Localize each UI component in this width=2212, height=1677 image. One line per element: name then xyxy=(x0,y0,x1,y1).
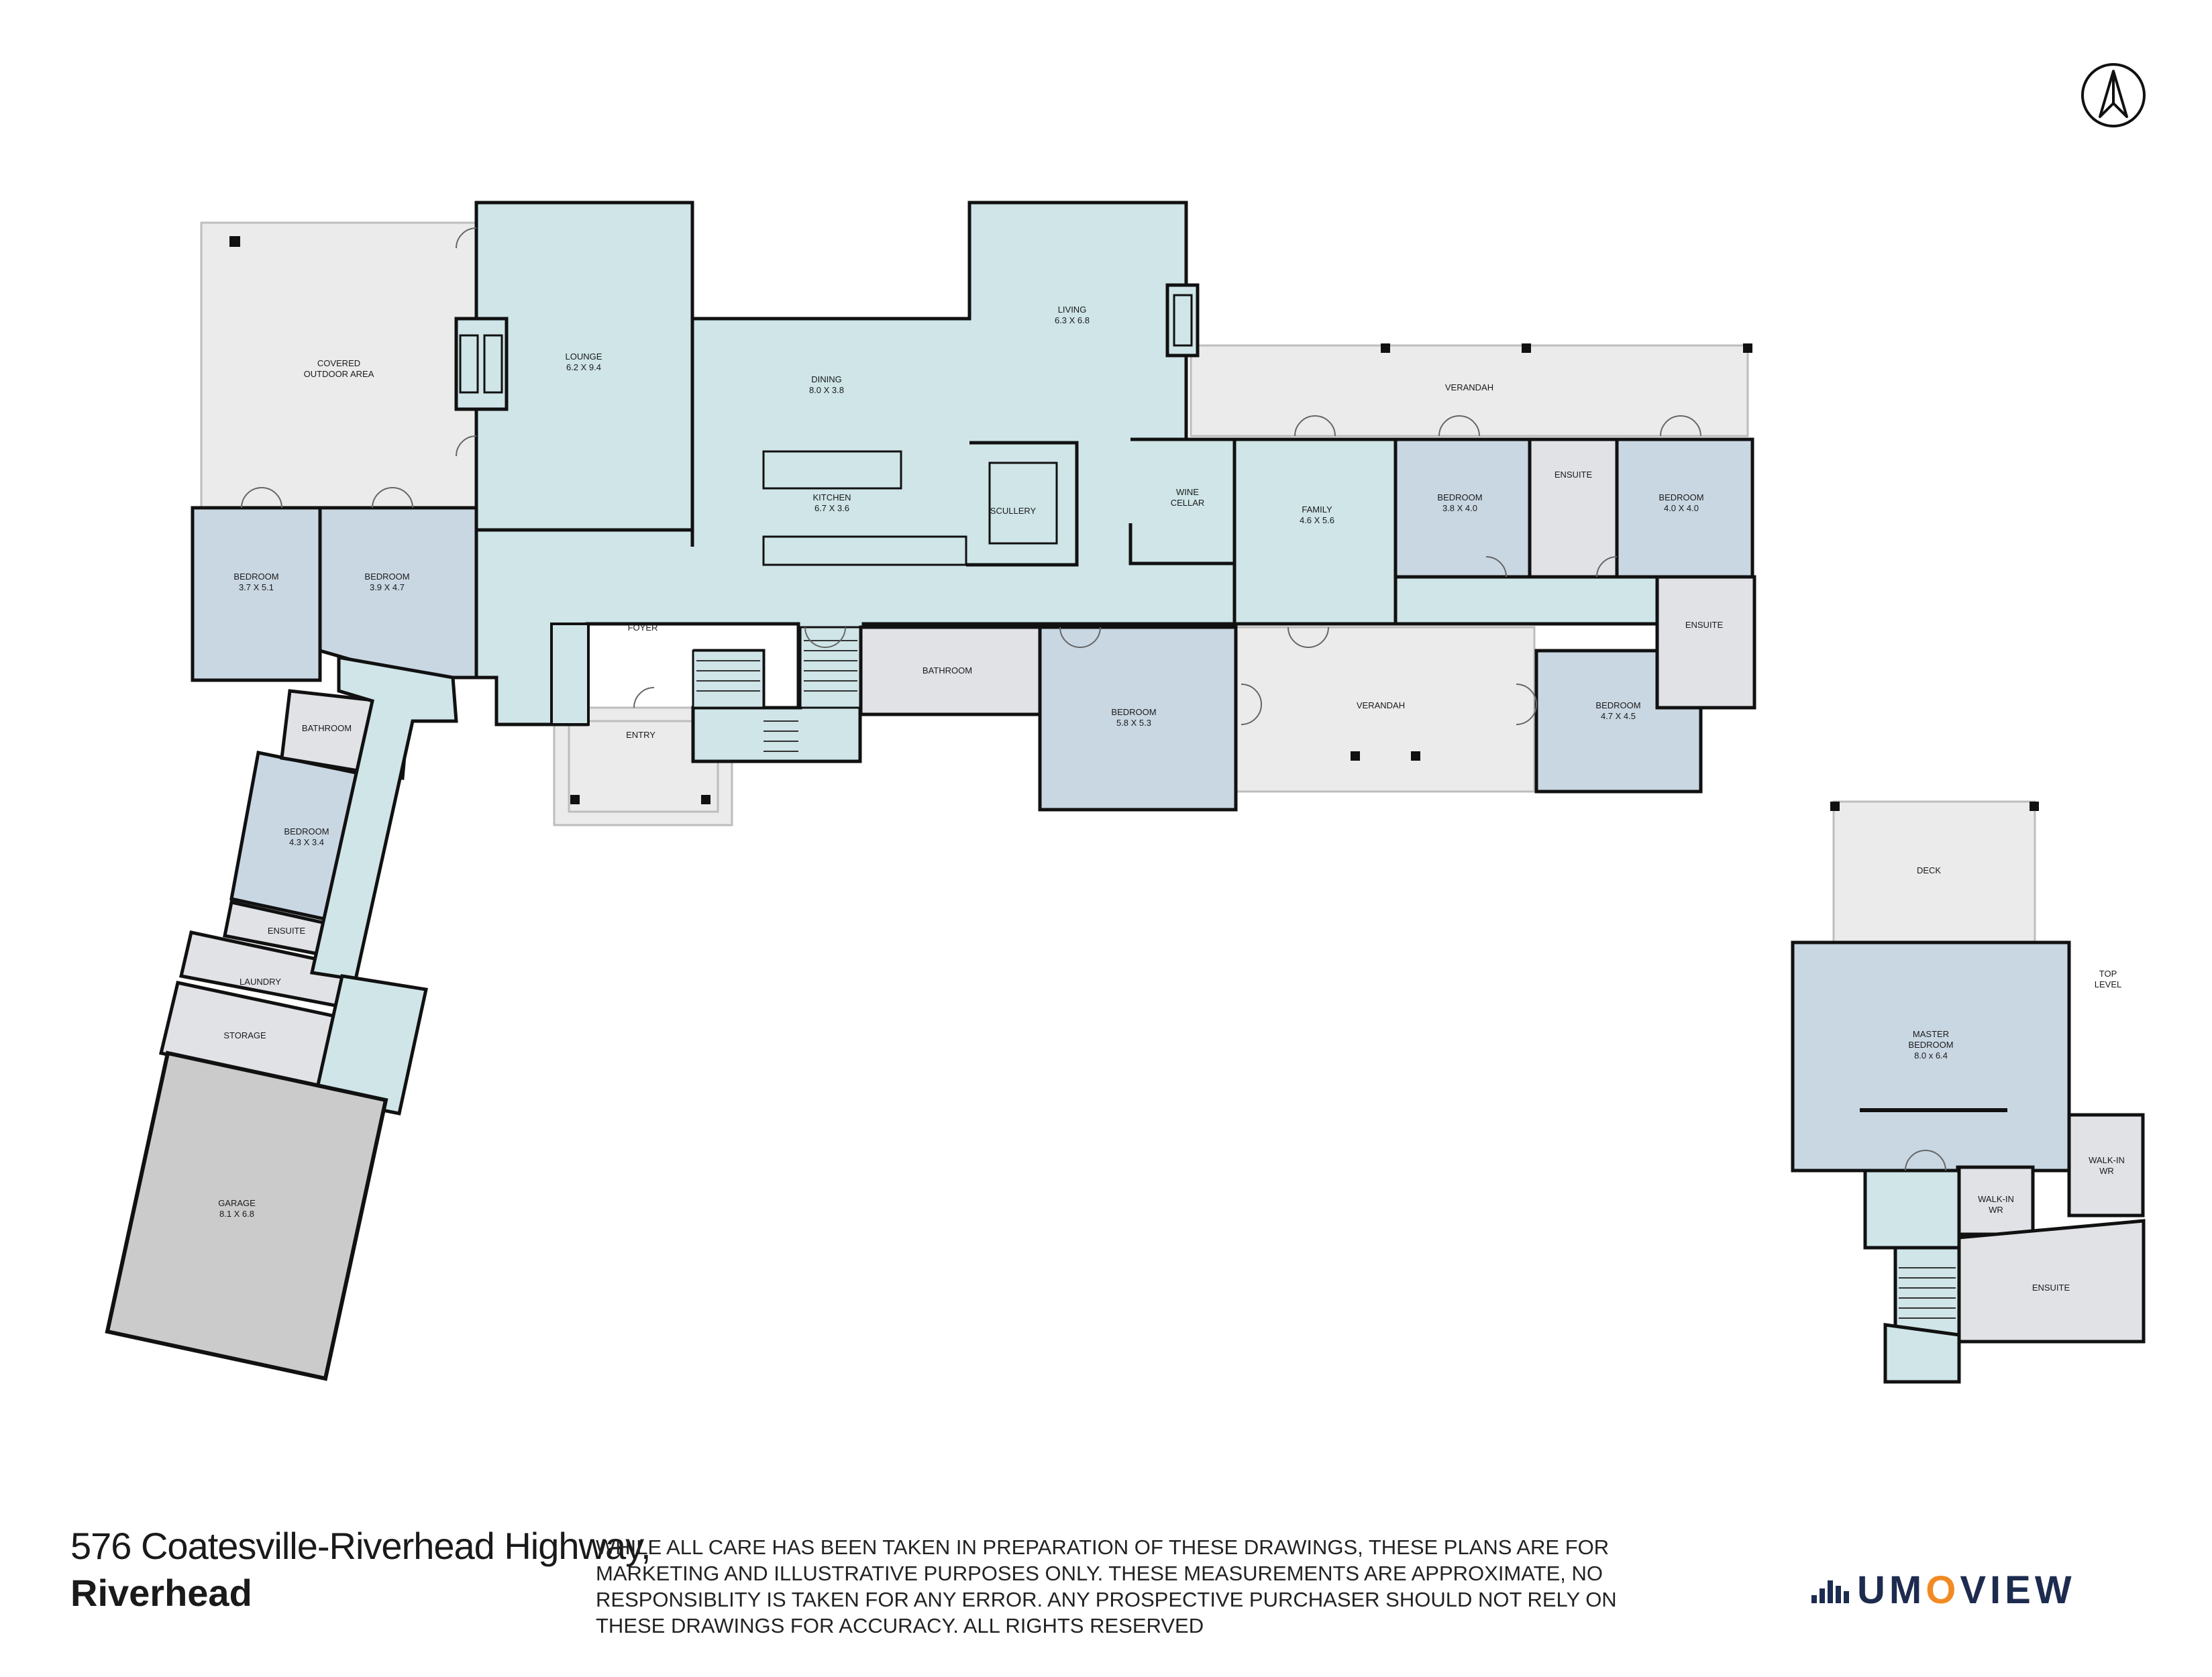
label-master: MASTER xyxy=(1913,1029,1949,1039)
label-top: TOP xyxy=(2099,969,2117,979)
label-family-size: 4.6 X 5.6 xyxy=(1300,515,1334,525)
room-labels: COVERED OUTDOOR AREA LOUNGE 6.2 X 9.4 DI… xyxy=(218,305,2125,1293)
label-living: LIVING xyxy=(1058,305,1087,315)
label-bedroom-e-size: 3.8 X 4.0 xyxy=(1442,503,1477,513)
fireplaces xyxy=(454,283,1200,411)
stair-treads xyxy=(696,640,857,752)
stair-down xyxy=(692,649,765,709)
label-bedroom-a: BEDROOM xyxy=(233,572,278,582)
foyer-closet xyxy=(550,623,590,726)
kitchen-bench xyxy=(762,450,902,490)
label-storage: STORAGE xyxy=(223,1030,266,1040)
label-verandah-south: VERANDAH xyxy=(1357,700,1405,710)
label-dining: DINING xyxy=(811,374,842,384)
verandah-south xyxy=(1234,626,1536,793)
logo-word-a: UM xyxy=(1857,1568,1926,1612)
logo-word-b: O xyxy=(1926,1568,1960,1612)
umoview-logo: UM O VIEW xyxy=(1811,1566,2076,1613)
label-covered: COVERED xyxy=(317,358,360,368)
label-master-bedroom: BEDROOM xyxy=(1908,1040,1953,1050)
north-arrow-icon xyxy=(2081,63,2146,127)
label-living-size: 6.3 X 6.8 xyxy=(1055,315,1090,325)
corridor-east xyxy=(1393,575,1659,626)
label-bedroom-b-size: 3.9 X 4.7 xyxy=(370,582,405,592)
address-line-2: Riverhead xyxy=(70,1572,252,1614)
garage xyxy=(105,1050,388,1381)
label-laundry: LAUNDRY xyxy=(240,977,281,987)
label-bedroom-d: BEDROOM xyxy=(1111,707,1156,717)
ensuite-master xyxy=(1957,1219,2146,1344)
label-wine: WINE xyxy=(1176,487,1199,497)
label-dining-size: 8.0 X 3.8 xyxy=(809,385,844,395)
scullery-walls xyxy=(966,441,1079,567)
bathroom-main xyxy=(859,625,1042,716)
label-ensuite-master: ENSUITE xyxy=(2032,1283,2070,1293)
property-address: 576 Coatesville-Riverhead Highway, River… xyxy=(70,1523,651,1617)
label-wr-1: WR xyxy=(1989,1205,2003,1215)
label-walkin-2: WALK-IN xyxy=(2089,1155,2125,1165)
label-bedroom-b: BEDROOM xyxy=(364,572,409,582)
label-bedroom-f-size: 4.0 X 4.0 xyxy=(1664,503,1699,513)
label-bathroom-main: BATHROOM xyxy=(923,665,972,675)
walkin-wr-2 xyxy=(2067,1113,2145,1218)
ensuite-e-f xyxy=(1528,437,1619,579)
master-bedroom xyxy=(1791,940,2071,1173)
kitchen-counter xyxy=(762,535,967,566)
address-line-1: 576 Coatesville-Riverhead Highway, xyxy=(70,1525,651,1567)
label-master-size: 8.0 x 6.4 xyxy=(1914,1050,1948,1061)
covered-outdoor-area xyxy=(200,221,478,509)
entry-porch-inner xyxy=(568,720,719,813)
label-bedroom-c-size: 4.3 X 3.4 xyxy=(289,837,324,847)
label-cellar: CELLAR xyxy=(1171,498,1205,508)
label-bathroom-west: BATHROOM xyxy=(302,723,352,733)
family-room xyxy=(1232,437,1398,626)
label-ensuite-west: ENSUITE xyxy=(268,926,306,936)
label-walkin-1: WALK-IN xyxy=(1978,1194,2014,1204)
label-bedroom-c: BEDROOM xyxy=(284,826,329,836)
label-garage-size: 8.1 X 6.8 xyxy=(219,1209,254,1219)
stair-landing xyxy=(1883,1323,1961,1384)
label-ensuite-g: ENSUITE xyxy=(1685,620,1724,630)
label-bedroom-g: BEDROOM xyxy=(1595,700,1640,710)
bedrooms xyxy=(191,437,2071,1173)
label-entry: ENTRY xyxy=(626,730,655,740)
bedroom-a xyxy=(191,506,322,682)
bedroom-f xyxy=(1615,437,1754,579)
label-garage: GARAGE xyxy=(218,1198,256,1208)
posts xyxy=(229,236,2039,811)
mudroom xyxy=(313,974,429,1116)
bedroom-b xyxy=(318,506,478,680)
ensuite-g xyxy=(1655,575,1756,710)
label-ensuite-ef: ENSUITE xyxy=(1555,470,1593,480)
label-wr-2: WR xyxy=(2099,1166,2114,1176)
stair-top-treads xyxy=(1899,1267,1956,1319)
label-bedroom-f: BEDROOM xyxy=(1658,492,1703,502)
verandah-north xyxy=(1190,344,1749,437)
label-bedroom-e: BEDROOM xyxy=(1437,492,1482,502)
umoview-logo-icon xyxy=(1811,1580,1849,1603)
label-bedroom-g-size: 4.7 X 4.5 xyxy=(1601,711,1636,721)
label-level: LEVEL xyxy=(2095,979,2121,989)
label-bedroom-d-size: 5.8 X 5.3 xyxy=(1116,718,1151,728)
label-scullery: SCULLERY xyxy=(990,506,1037,516)
label-kitchen-size: 6.7 X 3.6 xyxy=(814,503,849,513)
label-kitchen: KITCHEN xyxy=(812,492,851,502)
scullery-bench xyxy=(988,462,1058,545)
label-outdoor-area: OUTDOOR AREA xyxy=(304,369,374,379)
stair-hall-top xyxy=(1863,1169,1961,1250)
bedroom-d xyxy=(1038,625,1238,812)
label-bedroom-a-size: 3.7 X 5.1 xyxy=(239,582,274,592)
label-family: FAMILY xyxy=(1302,504,1332,515)
label-deck: DECK xyxy=(1917,865,1941,875)
bedroom-e xyxy=(1393,437,1532,579)
label-lounge-size: 6.2 X 9.4 xyxy=(566,362,601,372)
disclaimer-text: WHILE ALL CARE HAS BEEN TAKEN IN PREPARA… xyxy=(596,1535,1617,1637)
door-swings xyxy=(241,227,1946,1171)
label-lounge: LOUNGE xyxy=(566,351,602,362)
label-foyer: FOYER xyxy=(628,623,658,633)
logo-word-c: VIEW xyxy=(1960,1568,2076,1612)
label-verandah-north: VERANDAH xyxy=(1445,382,1493,392)
